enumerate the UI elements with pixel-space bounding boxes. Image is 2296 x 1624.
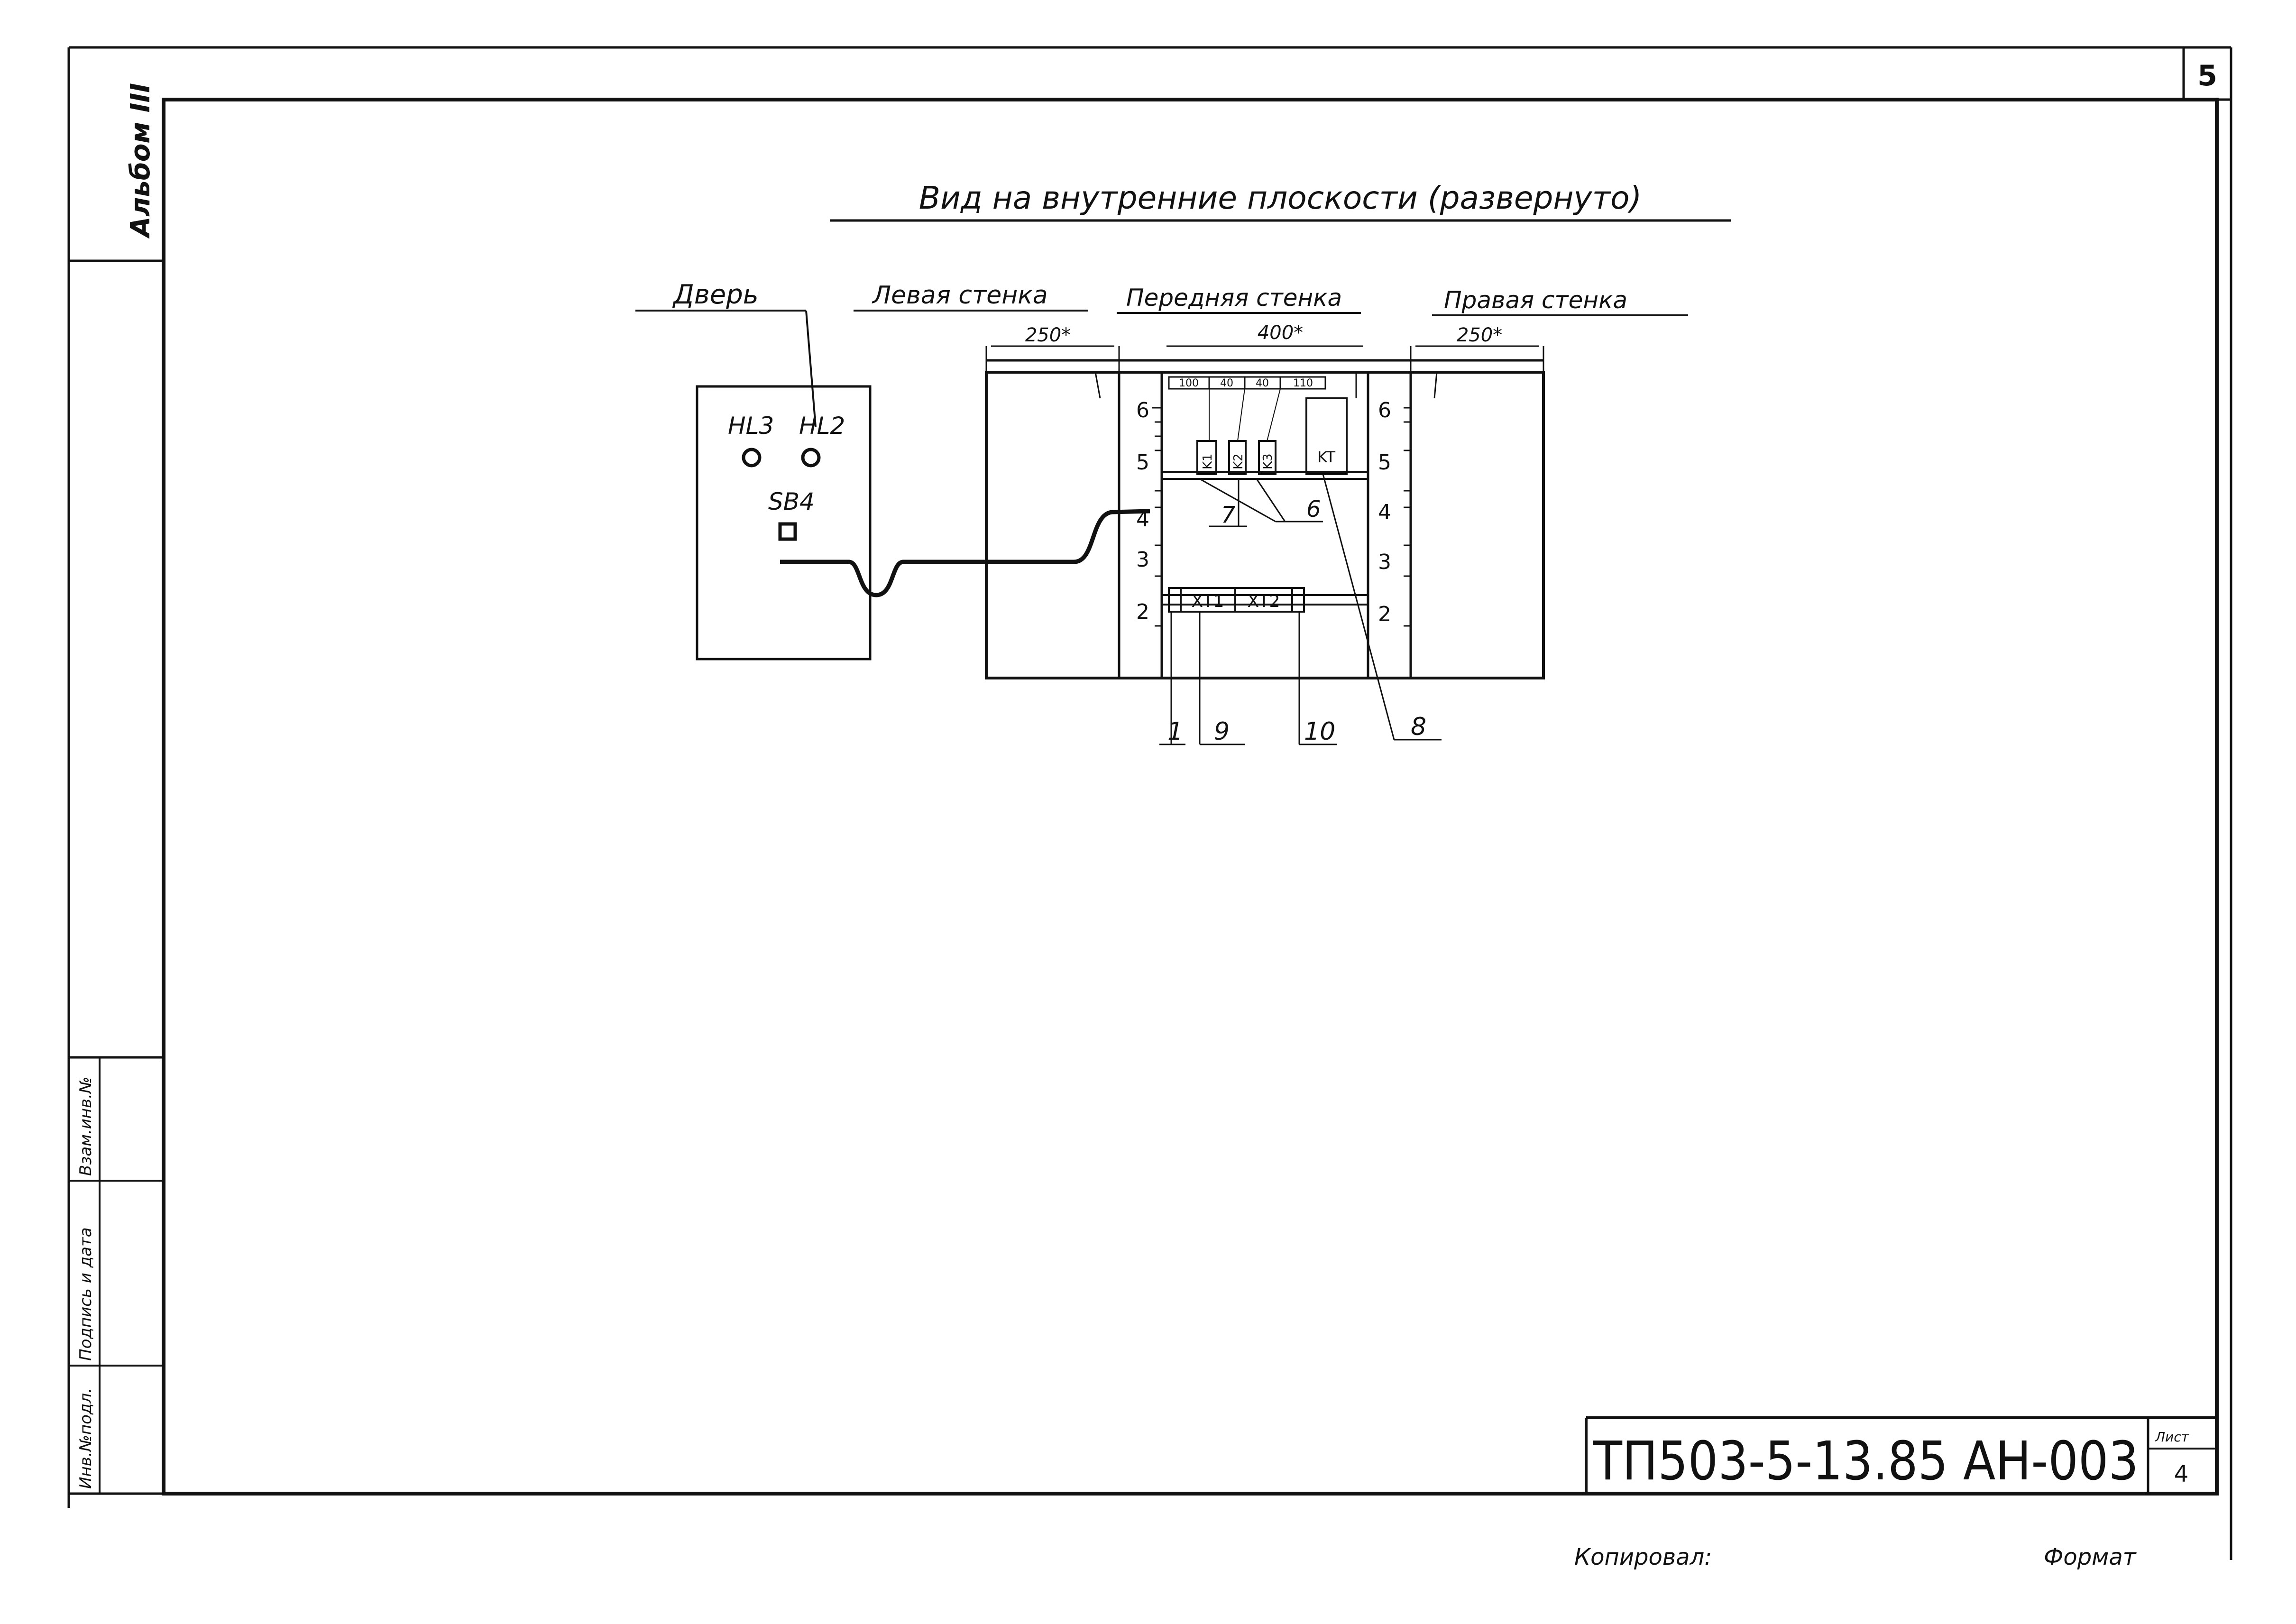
door-header: Дверь (672, 279, 759, 310)
drawing-designation: ТП503-5-13.85 АН-003 (1593, 1431, 2139, 1492)
left-scale-3: 3 (1136, 548, 1149, 572)
lamp-hl3-label: HL3 (728, 412, 774, 440)
lamp-hl2-icon (801, 448, 821, 468)
callout-7: 7 (1221, 502, 1236, 528)
button-sb4-label: SB4 (768, 488, 815, 515)
footer-format: Формат (2044, 1544, 2137, 1570)
dim-front-width: 400* (1258, 322, 1303, 344)
sheet-number: 4 (2174, 1461, 2189, 1487)
spacing-dim-line (1168, 376, 1326, 390)
right-scale-6: 6 (1378, 398, 1391, 422)
drawing-title: Вид на внутренние плоскости (развернуто) (919, 180, 1642, 216)
callout-10: 10 (1304, 717, 1335, 746)
left-scale-6: 6 (1136, 398, 1149, 422)
page-number: 5 (2197, 59, 2217, 92)
spacing-dim-4: 110 (1293, 377, 1313, 389)
door-cable (780, 509, 1150, 597)
lamp-hl2-label: HL2 (799, 412, 845, 440)
timer-kt-box (1305, 397, 1348, 475)
spacing-dim-2: 40 (1220, 377, 1233, 389)
spacing-dim-1: 100 (1179, 377, 1199, 389)
relay-k2-label: K2 (1231, 453, 1246, 469)
callout-8: 8 (1411, 713, 1426, 741)
dim-right-width: 250* (1457, 324, 1502, 346)
left-wall-header: Левая стенка (872, 281, 1048, 310)
side-stamp-inv-orig: Инв.№подл. (76, 1388, 95, 1489)
title-block (1585, 1416, 2217, 1494)
button-sb4-icon (778, 522, 797, 541)
side-stamp-replaced-inv: Взам.инв.№ (76, 1077, 95, 1176)
footer-copied: Копировал: (1574, 1544, 1712, 1570)
left-scale-4: 4 (1136, 507, 1149, 532)
callout-leaders (1159, 474, 1442, 745)
terminal-xt2-label: XT2 (1248, 592, 1280, 611)
sheet-frame (67, 46, 2232, 1560)
lamp-hl3-icon (742, 448, 762, 468)
side-stamp-signature-date: Подпись и дата (76, 1227, 95, 1361)
callout-1: 1 (1167, 717, 1183, 746)
callout-9: 9 (1214, 717, 1230, 746)
left-rail-scale (1152, 407, 1162, 627)
left-scale-2: 2 (1136, 600, 1149, 624)
right-scale-5: 5 (1378, 450, 1391, 475)
right-scale-2: 2 (1378, 602, 1391, 626)
left-stamp-strip (67, 259, 164, 1495)
sheet-label: Лист (2155, 1429, 2189, 1445)
lower-din-rail (1162, 594, 1368, 606)
dim-left-width: 250* (1025, 324, 1071, 346)
front-wall-header: Передняя стенка (1126, 284, 1342, 312)
relays (1196, 388, 1281, 475)
relay-k3-label: K3 (1261, 453, 1275, 469)
upper-din-rail (1162, 471, 1368, 480)
right-wall-header: Правая стенка (1444, 286, 1627, 314)
relay-k1-label: K1 (1201, 453, 1215, 469)
callout-6: 6 (1306, 496, 1321, 523)
timer-kt-label: KT (1317, 448, 1336, 466)
terminal-block (1168, 587, 1305, 613)
left-scale-5: 5 (1136, 450, 1149, 475)
door-panel (696, 310, 872, 661)
spacing-dim-3: 40 (1256, 377, 1269, 389)
right-rail-scale (1404, 407, 1411, 627)
cabinet-walls (985, 346, 1545, 679)
album-label: Альбом III (125, 83, 156, 239)
right-scale-4: 4 (1378, 500, 1391, 524)
terminal-xt1-label: XT1 (1192, 592, 1224, 611)
right-scale-3: 3 (1378, 550, 1391, 574)
